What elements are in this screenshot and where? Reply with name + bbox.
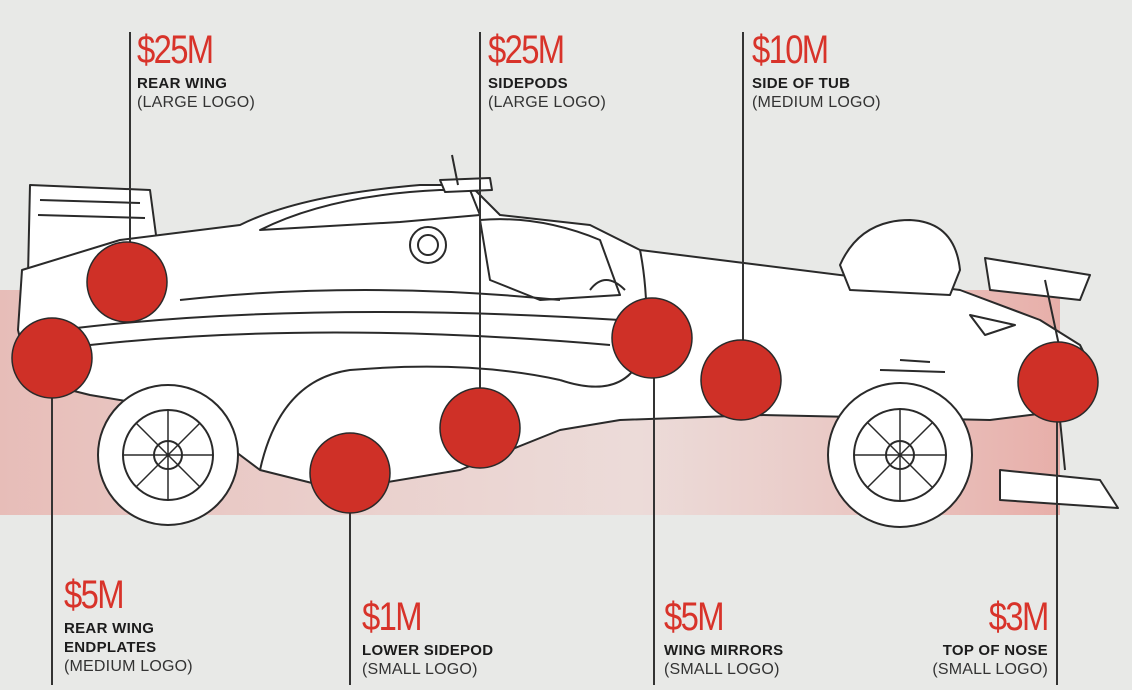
wing-mirrors-title: WING MIRRORS <box>664 642 784 659</box>
callout-rear-wing-endplates: $5M REAR WING ENDPLATES (MEDIUM LOGO) <box>64 575 193 677</box>
sidepods-size: (LARGE LOGO) <box>488 94 606 111</box>
lower-sidepod-size: (SMALL LOGO) <box>362 661 478 678</box>
endplates-size: (MEDIUM LOGO) <box>64 658 193 675</box>
side-of-tub-price: $10M <box>752 28 829 72</box>
spot-sidepods <box>439 387 521 469</box>
top-of-nose-price: $3M <box>989 595 1050 639</box>
lower-sidepod-price: $1M <box>362 595 423 639</box>
callout-wing-mirrors: $5M WING MIRRORS (SMALL LOGO) <box>664 597 783 680</box>
spot-rear-wing-endplates <box>11 317 93 399</box>
callout-top-of-nose: $3M TOP OF NOSE (SMALL LOGO) <box>932 595 1050 680</box>
rear-wing-price: $25M <box>137 28 214 72</box>
side-of-tub-title: SIDE OF TUB <box>752 75 851 92</box>
leader-lines <box>51 32 1058 685</box>
spot-rear-wing <box>86 241 168 323</box>
car-outline <box>17 154 1119 528</box>
rear-wing-size: (LARGE LOGO) <box>137 94 255 111</box>
sidepods-price: $25M <box>488 28 565 72</box>
side-of-tub-size: (MEDIUM LOGO) <box>752 94 881 111</box>
callout-lower-sidepod: $1M LOWER SIDEPOD (SMALL LOGO) <box>362 597 493 680</box>
spot-lower-sidepod <box>309 432 391 514</box>
callout-side-of-tub: $10M SIDE OF TUB (MEDIUM LOGO) <box>752 30 881 113</box>
top-of-nose-title: TOP OF NOSE <box>942 642 1048 659</box>
wing-mirrors-size: (SMALL LOGO) <box>664 661 780 678</box>
spot-top-of-nose <box>1017 341 1099 423</box>
callout-rear-wing: $25M REAR WING (LARGE LOGO) <box>137 30 255 113</box>
rear-wing-title: REAR WING <box>137 75 228 92</box>
lower-sidepod-title: LOWER SIDEPOD <box>362 642 494 659</box>
wing-mirrors-price: $5M <box>664 595 725 639</box>
sidepods-title: SIDEPODS <box>488 75 568 92</box>
top-of-nose-size: (SMALL LOGO) <box>932 661 1048 678</box>
spot-side-of-tub <box>700 339 782 421</box>
endplates-price: $5M <box>64 573 125 617</box>
logo-spots <box>11 241 1099 514</box>
spot-wing-mirrors <box>611 297 693 379</box>
endplates-title: REAR WING <box>64 620 155 637</box>
endplates-title-line2: ENDPLATES <box>64 639 157 656</box>
callout-sidepods: $25M SIDEPODS (LARGE LOGO) <box>488 30 606 113</box>
